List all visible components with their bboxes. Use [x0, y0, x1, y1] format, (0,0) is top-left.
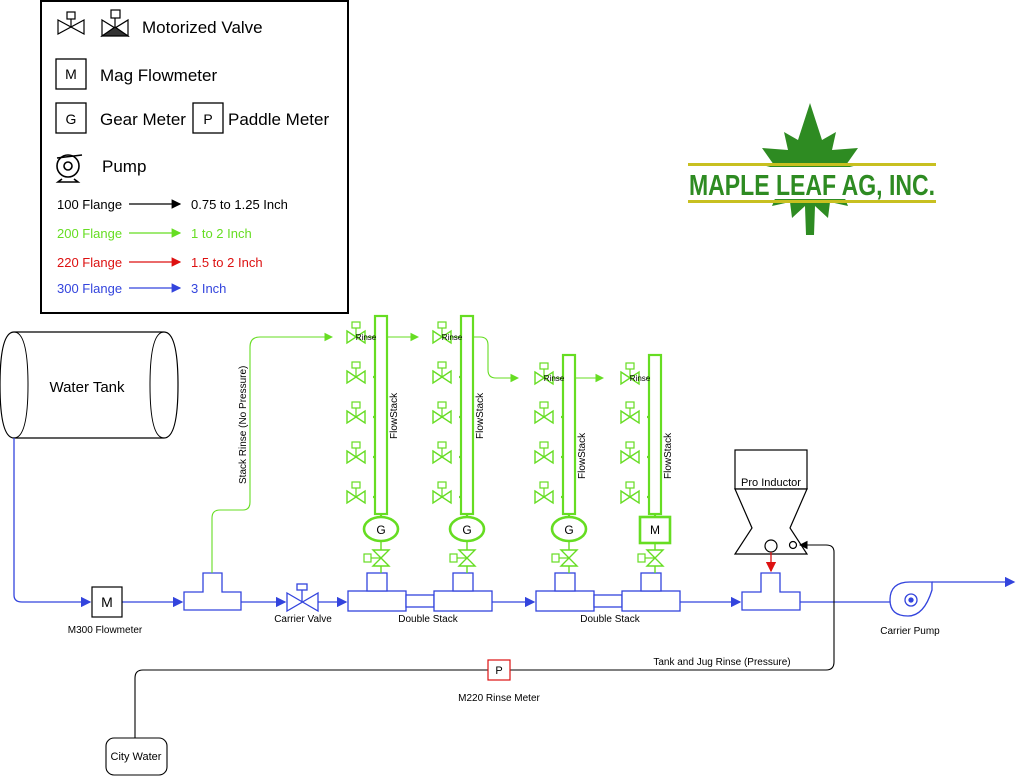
main-line-300: [13, 438, 1016, 608]
stack-valve-actuator: [637, 553, 646, 563]
gear-meter-icon: [550, 515, 588, 543]
stack-rinse-label: Stack Rinse (No Pressure): [238, 366, 249, 484]
legend-size-200: 1 to 2 Inch: [191, 226, 252, 241]
legend-mag-flowmeter: Mag Flowmeter: [100, 66, 217, 85]
paddle-symbol: P: [203, 111, 212, 127]
rinse-line-100: [134, 540, 835, 738]
city-water-box: [105, 737, 168, 776]
motorized-valve-alt-icon: [100, 9, 130, 38]
valve-actuator: [437, 441, 447, 449]
valve-actuator: [351, 401, 361, 409]
inductor-tee: [741, 572, 801, 611]
water-tank-label: Water Tank: [49, 379, 125, 396]
m220-label: M220 Rinse Meter: [458, 693, 540, 704]
carrier-valve-icon: [286, 583, 319, 613]
logo-text: MAPLE LEAF AG, INC.: [689, 170, 935, 202]
valve-actuator: [539, 441, 549, 449]
gear-symbol: G: [66, 111, 77, 127]
mag-symbol: M: [65, 66, 77, 82]
double-stack-2-label: Double Stack: [580, 614, 640, 625]
m220-rinse-meter-icon: [487, 659, 511, 681]
meter-symbol: M: [650, 523, 660, 537]
meter-symbol: G: [376, 523, 385, 537]
flowstack-label: FlowStack: [663, 432, 674, 479]
company-logo: MAPLE LEAF AG, INC.: [688, 103, 936, 235]
legend-gear-meter: Gear Meter: [100, 110, 186, 129]
valve-actuator: [351, 361, 361, 369]
legend-size-220: 1.5 to 2 Inch: [191, 255, 263, 270]
legend-flange-100: 100 Flange: [57, 197, 122, 212]
valve-actuator: [539, 481, 549, 489]
stack-valve-actuator: [551, 553, 560, 563]
paddle-meter-icon: [192, 102, 224, 134]
flowstack-label: FlowStack: [389, 392, 400, 439]
valve-actuator: [625, 401, 635, 409]
valve-actuator: [625, 481, 635, 489]
double-stack-1: [347, 572, 493, 612]
flowstack-label: FlowStack: [577, 432, 588, 479]
valve-actuator: [539, 362, 549, 370]
pro-inductor: [733, 449, 809, 555]
flowstack-manifold: [647, 353, 663, 516]
legend-size-300: 3 Inch: [191, 281, 226, 296]
flowstack-manifold: [459, 314, 475, 516]
flowstack-manifold: [561, 353, 577, 516]
water-tank: Water Tank: [0, 331, 179, 439]
legend-box: Motorized Valve M Mag Flowmeter G Gear M…: [40, 0, 349, 314]
mag-meter-icon: [638, 515, 672, 545]
m300-label: M300 Flowmeter: [68, 625, 143, 636]
city-water-label: City Water: [111, 751, 162, 763]
gear-meter-icon: [448, 515, 486, 543]
carrier-pump-label: Carrier Pump: [880, 626, 940, 637]
rinse-label: Rinse: [544, 374, 565, 383]
m220-symbol: P: [495, 665, 502, 677]
legend-flange-200: 200 Flange: [57, 226, 122, 241]
valve-actuator: [351, 441, 361, 449]
gear-meter-icon: [55, 102, 87, 134]
legend-pump: Pump: [102, 157, 146, 176]
valve-actuator: [437, 481, 447, 489]
flowstack-label: FlowStack: [475, 392, 486, 439]
valve-actuator: [351, 481, 361, 489]
rinse-label: Rinse: [630, 374, 651, 383]
meter-symbol: G: [564, 523, 573, 537]
mag-meter-icon: [55, 58, 87, 90]
legend-flange-220: 220 Flange: [57, 255, 122, 270]
gear-meter-icon: [362, 515, 400, 543]
carrier-valve-label: Carrier Valve: [274, 614, 332, 625]
stack-valve-actuator: [363, 553, 372, 563]
tee-fitting: [183, 572, 242, 611]
motorized-valve-icon: [57, 11, 85, 36]
valve-actuator: [437, 321, 447, 329]
double-stack-2: [535, 572, 681, 612]
rinse-label: Rinse: [442, 333, 463, 342]
pump-icon: [55, 154, 83, 183]
m300-flowmeter-icon: [91, 586, 123, 618]
valve-actuator: [539, 401, 549, 409]
legend-motorized-valve: Motorized Valve: [142, 18, 263, 37]
pro-inductor-label: Pro Inductor: [741, 477, 801, 489]
stack-valve-actuator: [449, 553, 458, 563]
legend-paddle-meter: Paddle Meter: [228, 110, 329, 129]
m300-symbol: M: [101, 594, 113, 610]
valve-actuator: [351, 321, 361, 329]
double-stack-1-label: Double Stack: [398, 614, 458, 625]
valve-actuator: [625, 441, 635, 449]
tank-jug-rinse-label: Tank and Jug Rinse (Pressure): [653, 657, 790, 668]
meter-symbol: G: [462, 523, 471, 537]
legend-size-100: 0.75 to 1.25 Inch: [191, 197, 288, 212]
carrier-pump-icon: [889, 581, 933, 617]
valve-actuator: [437, 361, 447, 369]
flowstack-manifold: [373, 314, 389, 516]
valve-actuator: [437, 401, 447, 409]
valve-actuator: [625, 362, 635, 370]
rinse-label: Rinse: [356, 333, 377, 342]
legend-flange-300: 300 Flange: [57, 281, 122, 296]
flow-stacks: RinseFlowStackGRinseFlowStackGRinseFlowS…: [346, 314, 674, 573]
